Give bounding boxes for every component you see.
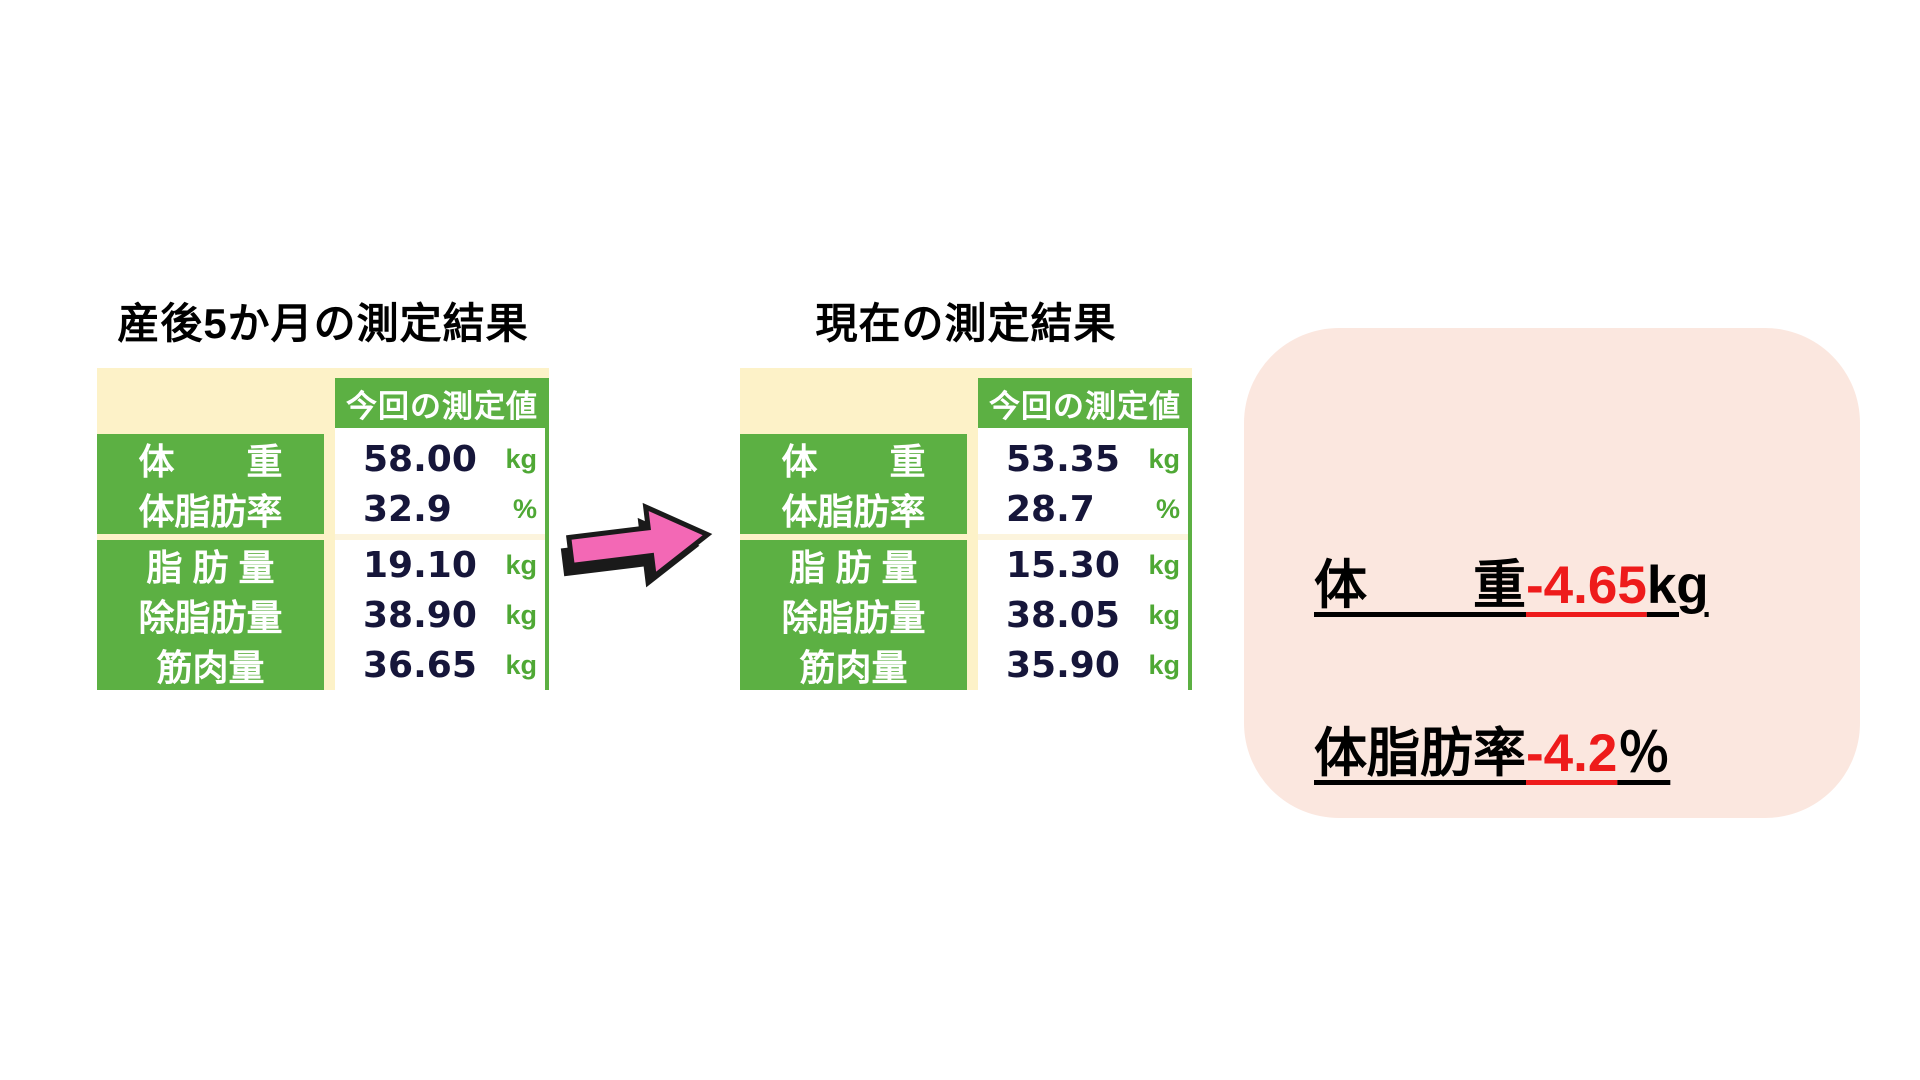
value-unit: kg: [1148, 599, 1180, 630]
column-gap: [324, 640, 335, 690]
value-unit: kg: [1148, 549, 1180, 580]
block-separator: [740, 534, 978, 540]
column-gap: [967, 540, 978, 590]
summary-bodyfat-label: 体脂肪率: [1314, 724, 1526, 783]
table-right-border: [1188, 534, 1192, 540]
summary-bodyfat-unit: ％: [1617, 724, 1671, 783]
block-separator: [97, 534, 335, 540]
row-label-weight: 体 重: [740, 434, 967, 484]
before-measurement-table: 今回の測定値 体 重 58.00 kg 体脂肪率 32.9 % 脂 肪 量 19…: [97, 368, 549, 690]
summary-text: 体 重-4.65kg 体脂肪率-4.2％: [1314, 446, 1709, 894]
table-right-border: [545, 534, 549, 540]
row-value-muscle: 36.65 kg: [335, 640, 545, 690]
table-corner-cell: [97, 378, 324, 428]
table-right-border: [545, 428, 549, 434]
header-gap: [740, 428, 978, 434]
summary-line-weight: 体 重-4.65kg: [1314, 558, 1709, 614]
row-value-bodyfat: 32.9 %: [335, 484, 545, 534]
before-panel-title: 産後5か月の測定結果: [117, 300, 529, 347]
column-gap: [967, 640, 978, 690]
table-header-cell: 今回の測定値: [335, 378, 549, 428]
value-number: 58.00: [363, 438, 477, 480]
row-value-fatmass: 19.10 kg: [335, 540, 545, 590]
row-value-leanmass: 38.05 kg: [978, 590, 1188, 640]
value-unit: kg: [505, 443, 537, 474]
table-right-border: [545, 484, 549, 534]
table-right-border: [545, 434, 549, 484]
value-number: 32.9: [363, 488, 452, 530]
row-value-weight: 58.00 kg: [335, 434, 545, 484]
value-number: 15.30: [1006, 544, 1120, 586]
column-gap: [324, 540, 335, 590]
table-right-border: [1188, 540, 1192, 590]
column-gap: [324, 590, 335, 640]
table-right-border: [1188, 434, 1192, 484]
table-right-border: [1188, 428, 1192, 434]
column-gap: [967, 484, 978, 534]
value-unit: kg: [505, 549, 537, 580]
table-right-border: [1188, 484, 1192, 534]
table-top-border: [97, 368, 549, 378]
header-gap: [97, 428, 335, 434]
table-right-border: [1188, 640, 1192, 690]
table-corner-gap: [324, 378, 335, 428]
row-label-muscle: 筋肉量: [97, 640, 324, 690]
value-number: 19.10: [363, 544, 477, 586]
row-label-muscle: 筋肉量: [740, 640, 967, 690]
summary-weight-delta: -4.65: [1526, 556, 1647, 615]
summary-weight-unit: kg: [1646, 556, 1709, 615]
summary-bodyfat-delta: -4.2: [1526, 724, 1618, 783]
value-unit: kg: [1148, 649, 1180, 680]
row-value-fatmass: 15.30 kg: [978, 540, 1188, 590]
table-corner-cell: [740, 378, 967, 428]
value-number: 38.05: [1006, 594, 1120, 636]
table-corner-gap: [967, 378, 978, 428]
after-panel-title: 現在の測定結果: [815, 300, 1117, 347]
block-separator: [335, 534, 545, 540]
summary-weight-label: 体 重: [1314, 556, 1526, 615]
row-label-fatmass: 脂 肪 量: [97, 540, 324, 590]
row-label-bodyfat: 体脂肪率: [97, 484, 324, 534]
row-label-bodyfat: 体脂肪率: [740, 484, 967, 534]
table-right-border: [545, 540, 549, 590]
value-unit: %: [1155, 493, 1180, 524]
row-label-leanmass: 除脂肪量: [740, 590, 967, 640]
value-unit: kg: [505, 599, 537, 630]
value-number: 38.90: [363, 594, 477, 636]
summary-box: 体 重-4.65kg 体脂肪率-4.2％: [1244, 328, 1860, 818]
row-label-leanmass: 除脂肪量: [97, 590, 324, 640]
row-label-fatmass: 脂 肪 量: [740, 540, 967, 590]
block-separator: [978, 534, 1188, 540]
after-measurement-table: 今回の測定値 体 重 53.35 kg 体脂肪率 28.7 % 脂 肪 量 15…: [740, 368, 1192, 690]
column-gap: [967, 590, 978, 640]
row-value-weight: 53.35 kg: [978, 434, 1188, 484]
value-unit: %: [512, 493, 537, 524]
value-number: 28.7: [1006, 488, 1095, 530]
table-right-border: [1188, 590, 1192, 640]
row-value-bodyfat: 28.7 %: [978, 484, 1188, 534]
column-gap: [324, 434, 335, 484]
table-header-cell: 今回の測定値: [978, 378, 1192, 428]
table-top-border: [740, 368, 1192, 378]
value-number: 53.35: [1006, 438, 1120, 480]
header-gap: [335, 428, 545, 434]
row-label-weight: 体 重: [97, 434, 324, 484]
column-gap: [967, 434, 978, 484]
value-unit: kg: [1148, 443, 1180, 474]
header-gap: [978, 428, 1188, 434]
value-number: 36.65: [363, 644, 477, 686]
summary-line-bodyfat: 体脂肪率-4.2％: [1314, 726, 1709, 782]
column-gap: [324, 484, 335, 534]
row-value-leanmass: 38.90 kg: [335, 590, 545, 640]
value-unit: kg: [505, 649, 537, 680]
table-right-border: [545, 590, 549, 640]
table-right-border: [545, 640, 549, 690]
transition-arrow-icon: [560, 494, 720, 598]
row-value-muscle: 35.90 kg: [978, 640, 1188, 690]
value-number: 35.90: [1006, 644, 1120, 686]
